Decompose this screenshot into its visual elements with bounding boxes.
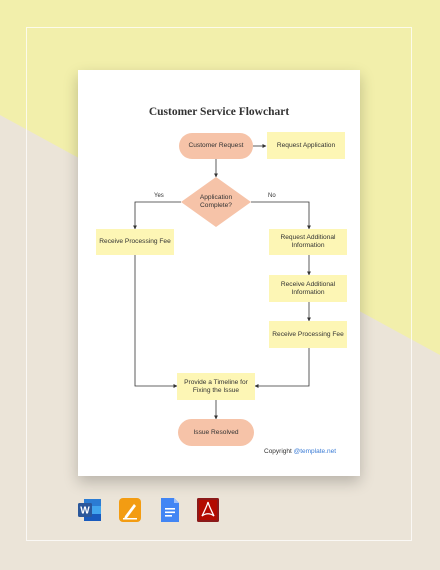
word-icon[interactable]: W (78, 497, 102, 523)
pages-icon[interactable] (118, 497, 142, 523)
decorative-frame (26, 27, 412, 541)
document-page: Customer Service Flowchart Customer Requ… (78, 70, 360, 476)
yes-label: Yes (154, 193, 164, 199)
template-link[interactable]: @template.net (293, 448, 336, 455)
application-complete-label: Application Complete? (199, 194, 233, 209)
copyright-notice: Copyright @template.net (264, 448, 336, 455)
pdf-icon[interactable] (196, 497, 220, 523)
copyright-text: Copyright (264, 448, 294, 455)
no-label: No (268, 193, 276, 199)
flowchart-title: Customer Service Flowchart (148, 106, 290, 118)
request-additional-information-node: Request Additional Information (269, 229, 347, 255)
decision-diamond (181, 177, 251, 227)
receive-processing-fee-left-node: Receive Processing Fee (96, 229, 174, 255)
issue-resolved-node: Issue Resolved (178, 419, 254, 446)
timeline-node: Provide a Timeline for Fixing the Issue (177, 373, 255, 400)
google-docs-icon[interactable] (158, 497, 182, 523)
request-application-node: Request Application (267, 132, 345, 159)
receive-processing-fee-right-node: Receive Processing Fee (269, 321, 347, 348)
receive-additional-information-node: Receive Additional Information (269, 275, 347, 302)
svg-text:W: W (80, 506, 90, 517)
customer-request-node: Customer Request (179, 133, 253, 159)
connectors (133, 144, 311, 420)
